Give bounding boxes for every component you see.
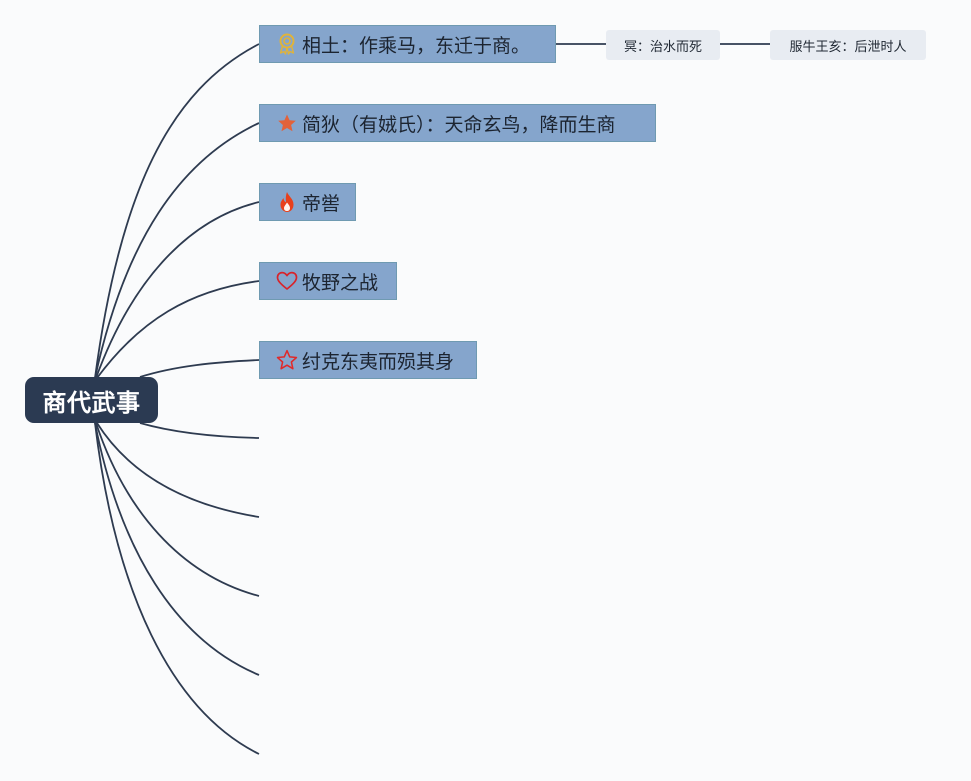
topic-zhou[interactable]: 纣克东夷而殒其身 [259,341,477,379]
connector-topic-4 [96,280,260,379]
star-filled-icon [276,112,298,134]
connector-topic-5 [139,359,260,378]
subtopic-label: 服牛王亥：后泄时人 [789,39,907,55]
topic-jiandi[interactable]: 简狄（有娀氏）：天命玄鸟，降而生商 [259,104,656,142]
medal-icon [276,33,298,55]
topic-label: 简狄（有娀氏）：天命玄鸟，降而生商 [302,113,616,136]
connector-topic-3 [95,201,260,379]
fire-icon [276,191,298,213]
connector-topic-2 [94,122,260,379]
subtopic-ming[interactable]: 冥：治水而死 [606,30,720,60]
star-outline-icon [276,349,298,371]
topic-label: 帝喾 [302,192,341,215]
connector-empty-3 [95,422,260,597]
connector-empty-2 [96,422,260,518]
subtopic-wanghai[interactable]: 服牛王亥：后泄时人 [770,30,926,60]
connector-empty-4 [94,422,260,676]
topic-label: 牧野之战 [302,271,379,294]
connector-empty-5 [94,422,260,755]
topic-xiangtu[interactable]: 相土：作乘马，东迁于商。 [259,25,556,63]
topic-label: 纣克东夷而殒其身 [302,350,455,373]
topic-label: 相土：作乘马，东迁于商。 [302,34,531,57]
central-topic-label: 商代武事 [42,388,141,417]
topic-diku[interactable]: 帝喾 [259,183,356,221]
connector-empty-1 [139,422,260,439]
central-topic[interactable]: 商代武事 [25,377,158,423]
heart-outline-icon [276,270,298,292]
subtopic-label: 冥：治水而死 [623,39,702,55]
topic-muye[interactable]: 牧野之战 [259,262,397,300]
connector-topic-1 [94,43,260,379]
